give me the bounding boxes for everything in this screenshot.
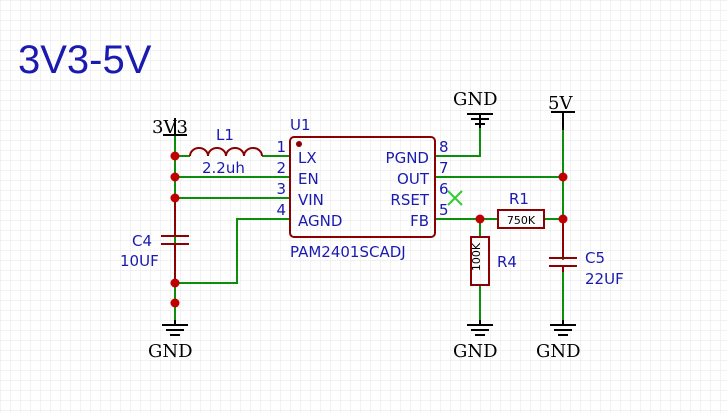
- wire-agnd: [175, 218, 290, 284]
- ic-pin-number: 1: [276, 138, 286, 156]
- capacitor-icon: [161, 198, 189, 283]
- c5-ref: C5: [585, 249, 605, 267]
- ic-pin-name: PGND: [386, 149, 429, 167]
- vin-power-bar: [163, 118, 187, 136]
- junctions: [170, 151, 568, 308]
- resistor-r4[interactable]: 100K R4: [470, 236, 517, 286]
- ic-pin-number: 5: [439, 201, 449, 219]
- vout-label: 5V: [548, 93, 573, 114]
- ic-pin-number: 3: [276, 180, 286, 198]
- ground-icon: [467, 320, 493, 336]
- ground-icon: [467, 113, 493, 128]
- junction-dot: [170, 278, 180, 288]
- resistor-icon: [470, 236, 490, 286]
- ic-pin-number: 4: [276, 201, 286, 219]
- ground-label-c5: GND: [536, 341, 581, 362]
- vin-power-symbol: 3V3: [152, 117, 188, 138]
- vout-power-bar: [551, 111, 575, 130]
- c4-value: 10UF: [120, 252, 159, 270]
- schematic-title: 3V3-5V: [18, 38, 152, 82]
- junction-dot: [170, 193, 180, 203]
- inductor-value: 2.2uh: [202, 159, 245, 177]
- inductor-l1[interactable]: L1 2.2uh: [189, 126, 263, 177]
- capacitor-icon: [549, 219, 577, 272]
- ground-icon: [162, 320, 188, 336]
- ic-pin-name: FB: [410, 212, 429, 230]
- c5-value: 22UF: [585, 270, 624, 288]
- junction-dot: [475, 214, 485, 224]
- pin1-marker-icon: [296, 141, 302, 147]
- ground-symbol-c4: GND: [148, 320, 193, 362]
- ground-label-pgnd: GND: [453, 89, 498, 110]
- ic-pin-number: 6: [439, 180, 449, 198]
- ic-pin-name: AGND: [298, 212, 342, 230]
- ground-label-r4: GND: [453, 341, 498, 362]
- r1-value: 750K: [507, 214, 536, 227]
- wire-pgnd: [435, 128, 481, 157]
- inductor-coil-icon: [189, 147, 263, 157]
- ic-pin-number: 2: [276, 159, 286, 177]
- c4-ref: C4: [132, 232, 152, 250]
- ic-pin-name: VIN: [298, 191, 324, 209]
- resistor-icon: [497, 209, 545, 229]
- junction-dot: [170, 151, 180, 161]
- ic-pin-name: EN: [298, 170, 319, 188]
- ground-icon: [550, 320, 576, 336]
- ic-pin-name: RSET: [390, 191, 429, 209]
- junction-dot: [558, 172, 568, 182]
- capacitor-c4[interactable]: C4 10UF: [120, 198, 189, 283]
- r4-value: 100K: [470, 242, 483, 271]
- inductor-ref: L1: [216, 126, 234, 144]
- ground-symbol-pgnd: GND: [453, 89, 498, 128]
- ic-part-number: PAM2401SCADJ: [290, 243, 406, 261]
- vin-label: 3V3: [152, 117, 188, 138]
- ic-body: [289, 136, 436, 238]
- junction-dot: [170, 172, 180, 182]
- ic-u1[interactable]: U1 PAM2401SCADJ 1 LX 2 EN 3 VIN 4 AGND 8…: [276, 116, 448, 261]
- ground-symbol-c5: GND: [536, 320, 581, 362]
- capacitor-c5[interactable]: C5 22UF: [549, 219, 624, 288]
- resistor-r1[interactable]: R1 750K: [497, 190, 545, 229]
- no-connect-icon: [447, 190, 463, 206]
- r4-ref: R4: [497, 253, 517, 271]
- junction-dot: [558, 214, 568, 224]
- ic-ref: U1: [290, 116, 311, 134]
- vout-power-symbol: 5V: [548, 93, 575, 130]
- ic-pin-number: 8: [439, 138, 449, 156]
- ic-pin-number: 7: [439, 159, 449, 177]
- ic-pin-name: OUT: [397, 170, 430, 188]
- r1-ref: R1: [509, 190, 529, 208]
- ic-pin-name: LX: [298, 149, 317, 167]
- junction-dot: [170, 298, 180, 308]
- ground-symbol-r4: GND: [453, 320, 498, 362]
- ground-label-c4: GND: [148, 341, 193, 362]
